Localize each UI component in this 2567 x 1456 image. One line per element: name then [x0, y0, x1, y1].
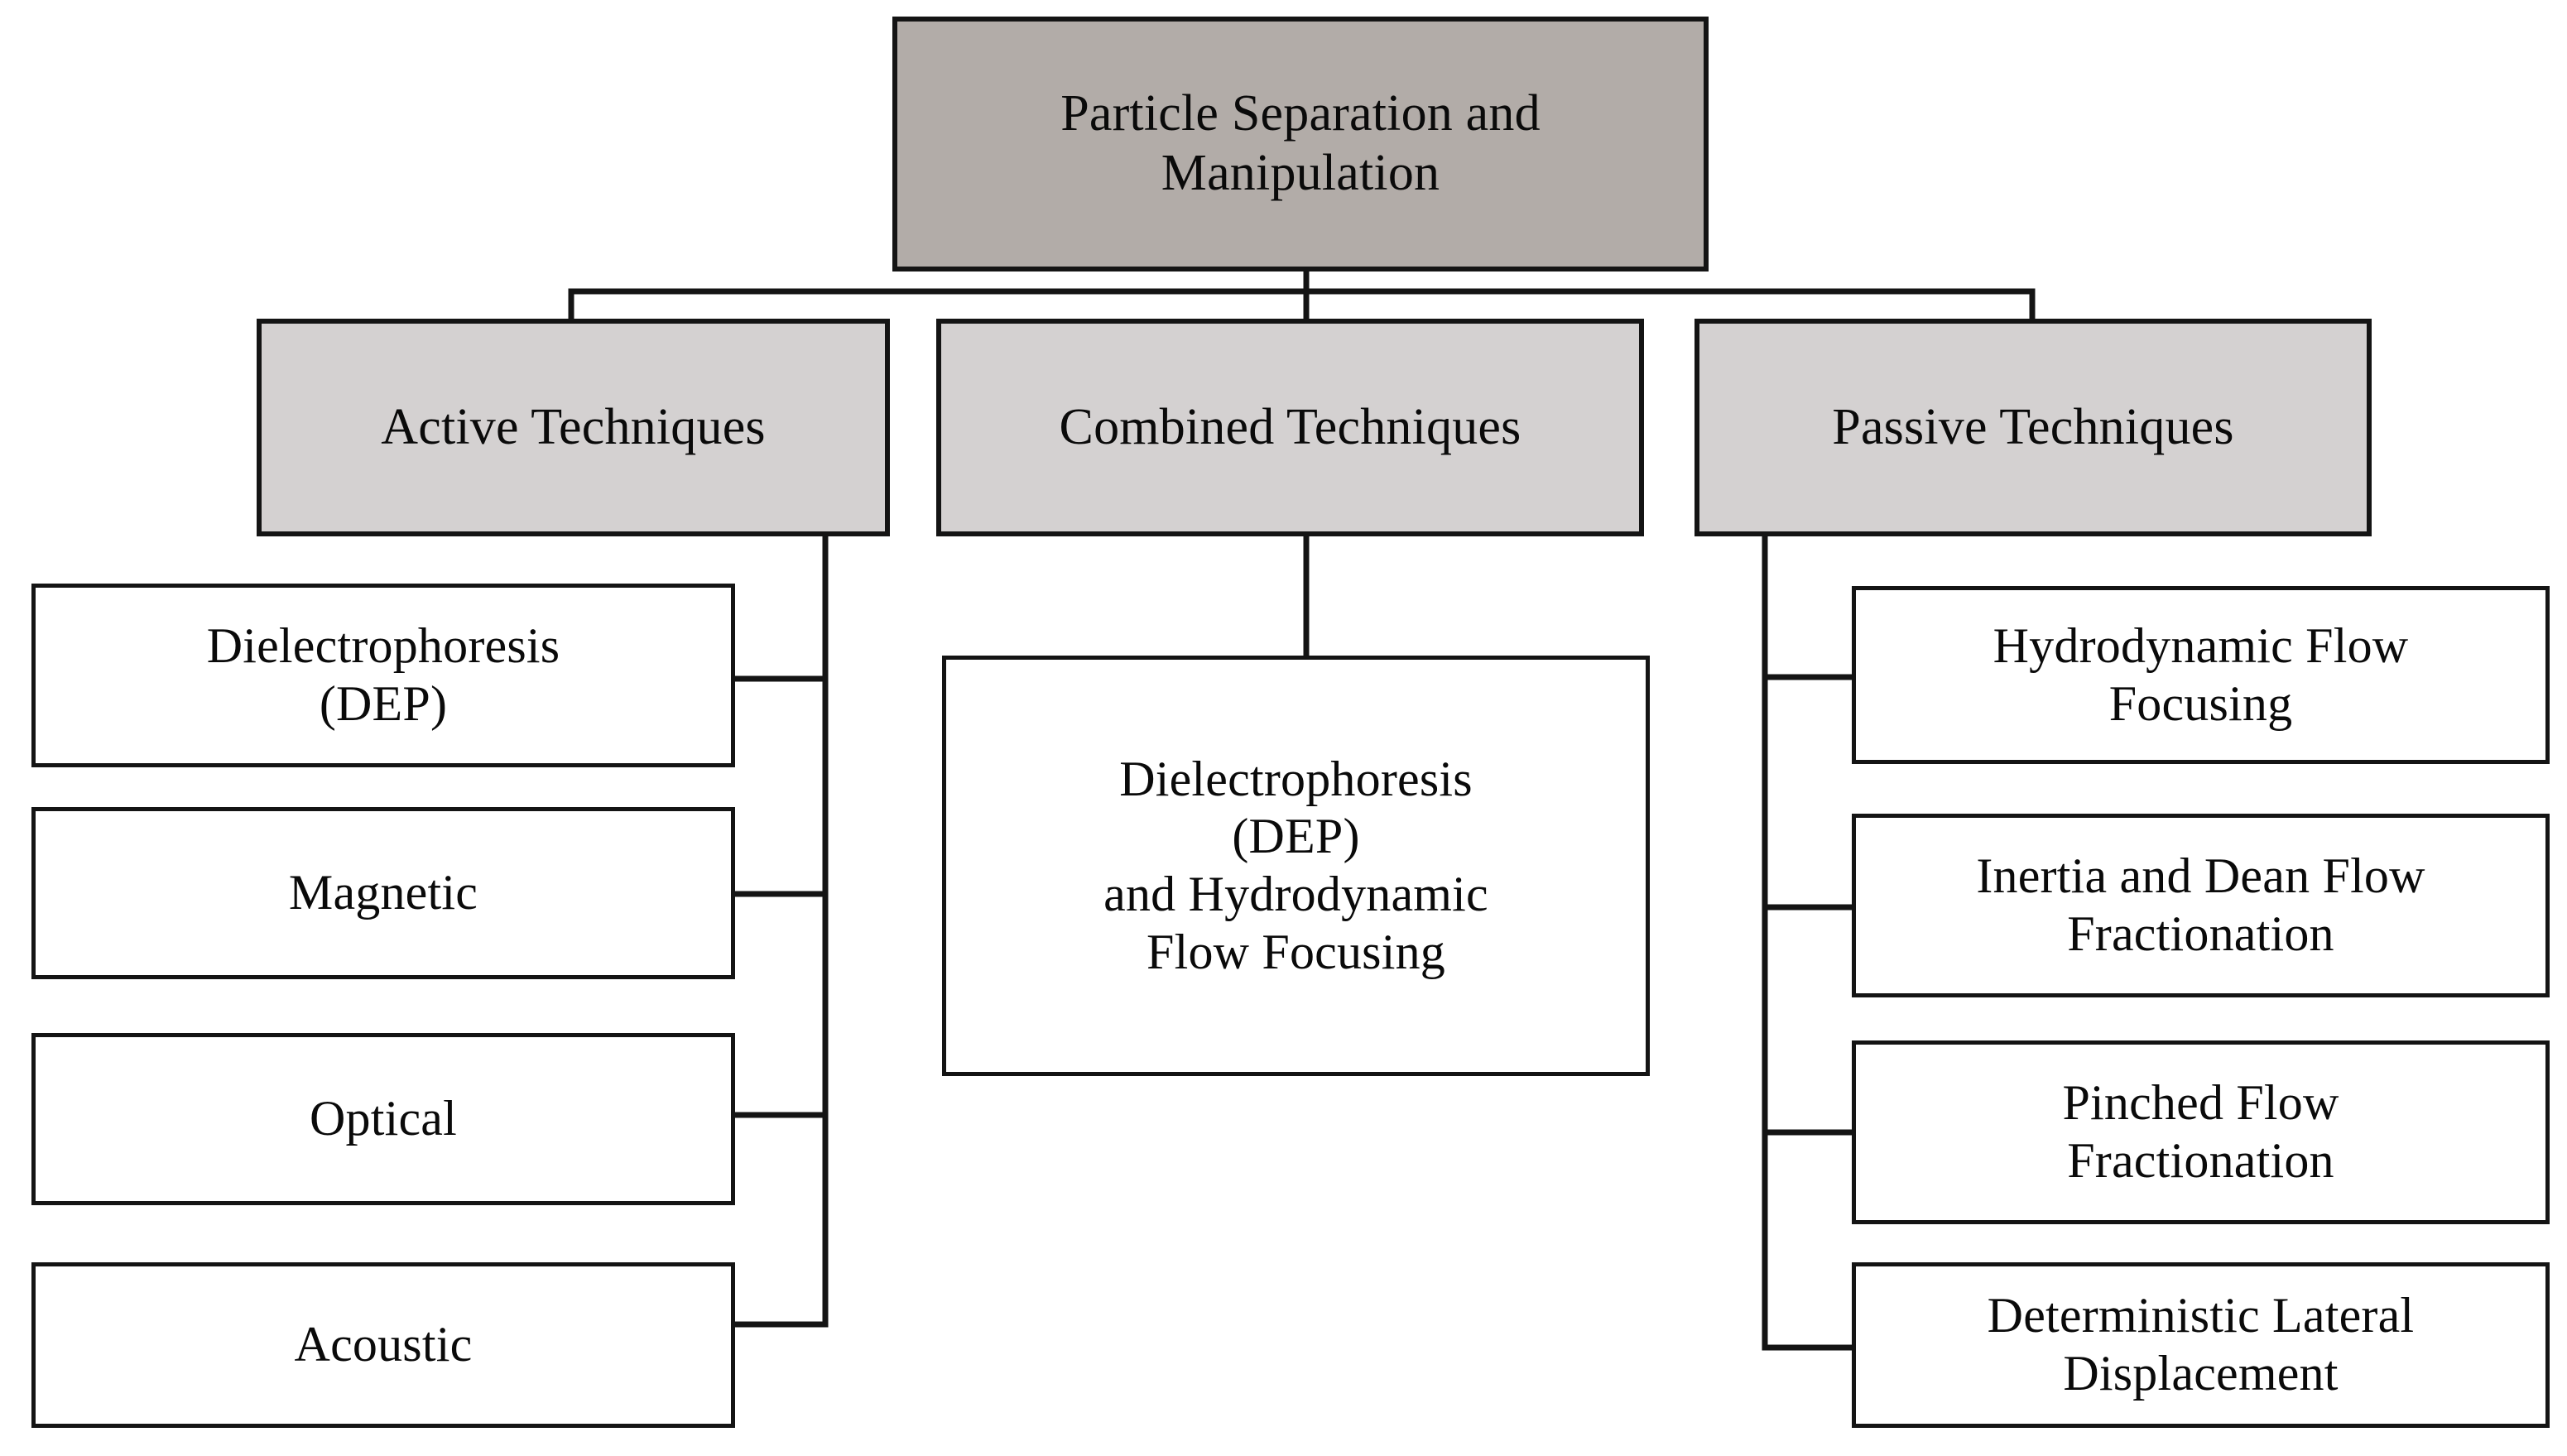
leaf-node-dielectrophoresis-dep[interactable]: Dielectrophoresis (DEP) [31, 584, 735, 767]
branch-node-active[interactable]: Active Techniques [257, 319, 890, 536]
leaf-node-hydrodynamic-flow-focusing[interactable]: Hydrodynamic Flow Focusing [1852, 586, 2550, 764]
leaf-node-inertia-and-dean-flow-fractionation[interactable]: Inertia and Dean Flow Fractionation [1852, 814, 2550, 997]
leaf-node-dep-and-hydrodynamic-flow-focusing[interactable]: Dielectrophoresis (DEP) and Hydrodynamic… [942, 656, 1650, 1076]
root-node[interactable]: Particle Separation and Manipulation [892, 17, 1709, 271]
branch-node-passive[interactable]: Passive Techniques [1695, 319, 2372, 536]
leaf-node-magnetic[interactable]: Magnetic [31, 807, 735, 979]
leaf-node-optical[interactable]: Optical [31, 1033, 735, 1205]
leaf-node-deterministic-lateral-displacement[interactable]: Deterministic Lateral Displacement [1852, 1262, 2550, 1428]
branch-node-combined[interactable]: Combined Techniques [936, 319, 1644, 536]
leaf-node-acoustic[interactable]: Acoustic [31, 1262, 735, 1428]
leaf-node-pinched-flow-fractionation[interactable]: Pinched Flow Fractionation [1852, 1040, 2550, 1224]
